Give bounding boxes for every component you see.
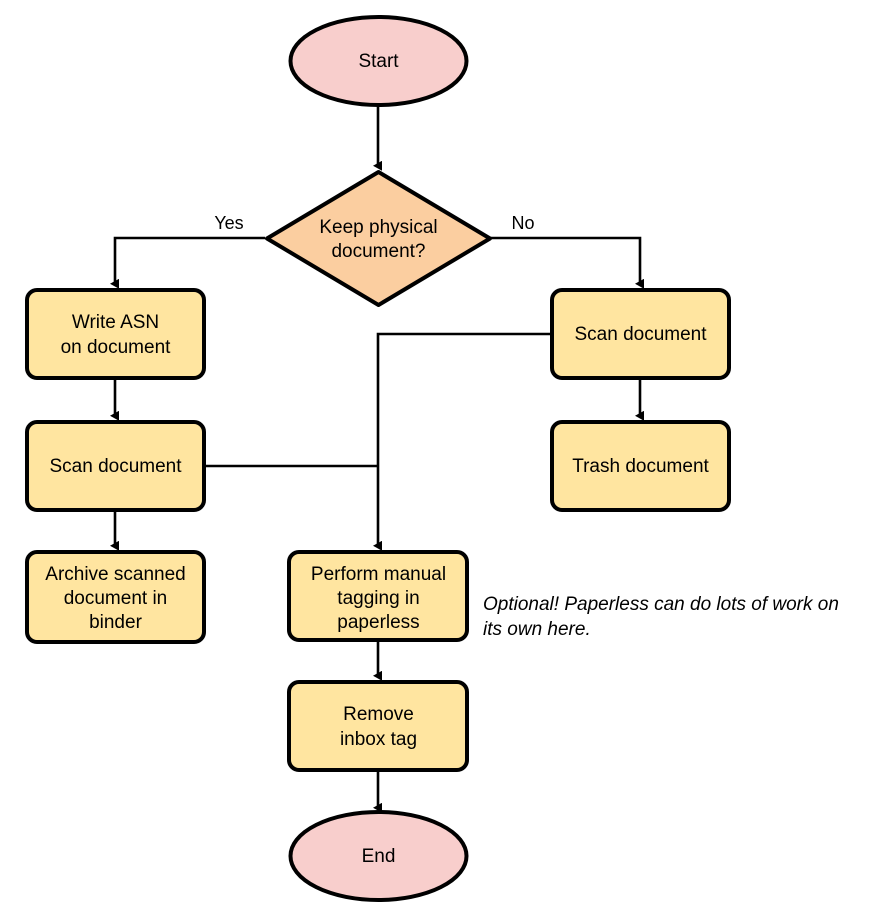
node-write-asn-on-document[interactable]: Write ASN on document <box>25 288 206 380</box>
manual-tagging-box-shape[interactable] <box>287 550 469 642</box>
node-end[interactable]: End <box>288 810 469 902</box>
write-asn-label-line2: on document <box>61 337 172 358</box>
edge-label-yes: Yes <box>214 213 243 233</box>
scan-document-right-box-shape[interactable] <box>550 288 731 380</box>
archive-label-line1: Archive scanned <box>45 564 185 585</box>
decision-label-line2: document? <box>331 241 425 262</box>
trash-document-label: Trash document <box>572 456 709 477</box>
archive-label-line3: binder <box>89 612 142 633</box>
write-asn-box-shape[interactable] <box>25 288 206 380</box>
remove-inbox-label-line2: inbox tag <box>340 729 417 750</box>
node-archive-scanned-document[interactable]: Archive scanned document in binder <box>25 550 206 644</box>
archive-box-shape[interactable] <box>25 550 206 644</box>
remove-inbox-label-line1: Remove <box>343 704 414 725</box>
start-ellipse-shape[interactable] <box>288 15 469 107</box>
start-label: Start <box>358 51 399 72</box>
manual-tagging-label-line2: tagging in <box>337 588 419 609</box>
node-decision-keep-physical-document[interactable]: Keep physical document? <box>265 170 492 307</box>
end-label: End <box>362 846 396 867</box>
scan-document-left-box-shape[interactable] <box>25 420 206 512</box>
decision-label-line1: Keep physical <box>319 217 437 238</box>
node-start[interactable]: Start <box>288 15 469 107</box>
scan-document-right-label: Scan document <box>574 324 707 345</box>
edge-label-no: No <box>511 213 534 233</box>
archive-label-line2: document in <box>64 588 168 609</box>
edge-decision-yes-to-write-asn <box>110 236 265 289</box>
node-trash-document[interactable]: Trash document <box>550 420 731 512</box>
annotation-note: Optional! Paperless can do lots of work … <box>483 594 839 640</box>
node-scan-document-right[interactable]: Scan document <box>550 288 731 380</box>
decision-diamond-shape[interactable] <box>265 170 492 307</box>
connector-layer <box>110 105 644 813</box>
node-scan-document-left[interactable]: Scan document <box>25 420 206 512</box>
trash-document-box-shape[interactable] <box>550 420 731 512</box>
write-asn-label-line1: Write ASN <box>72 312 159 333</box>
manual-tagging-label-line1: Perform manual <box>311 564 446 585</box>
edge-decision-no-to-scan-right <box>490 236 644 289</box>
end-ellipse-shape[interactable] <box>288 810 469 902</box>
remove-inbox-tag-box-shape[interactable] <box>287 680 469 772</box>
node-perform-manual-tagging[interactable]: Perform manual tagging in paperless <box>287 550 469 642</box>
scan-document-left-label: Scan document <box>49 456 182 477</box>
manual-tagging-label-line3: paperless <box>337 612 419 633</box>
note-line1: Optional! Paperless can do lots of work … <box>483 594 839 615</box>
node-remove-inbox-tag[interactable]: Remove inbox tag <box>287 680 469 772</box>
edge-scan-right-to-manual-tagging <box>373 332 552 551</box>
note-line2: its own here. <box>483 619 591 640</box>
